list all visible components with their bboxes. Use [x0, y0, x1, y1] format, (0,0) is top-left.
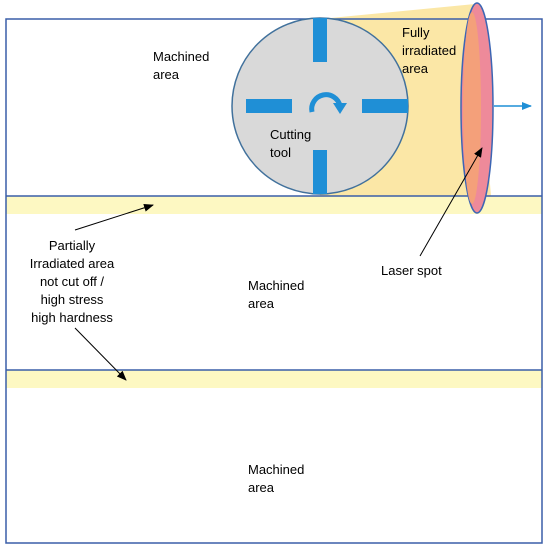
- partial-irradiated-band-top: [6, 196, 542, 214]
- label-partially-irradiated-area: Partially Irradiated area not cut off / …: [29, 238, 115, 325]
- pointer-arrow-partial-bottom: [74, 327, 127, 381]
- label-machined-area-top: Machined area: [153, 49, 210, 82]
- partial-irradiated-band-bottom: [6, 370, 542, 388]
- label-laser-spot: Laser spot: [381, 263, 442, 278]
- laser-spot: [460, 2, 494, 214]
- pointer-arrow-laser-spot: [419, 147, 483, 257]
- tool-insert-bottom: [313, 150, 327, 194]
- clockwise-arrow-icon: [309, 92, 347, 114]
- pointer-arrow-partial-top: [74, 203, 154, 231]
- workpiece-outline: [5, 18, 543, 544]
- tool-insert-right: [362, 99, 408, 113]
- label-cutting-tool: Cutting tool: [270, 127, 312, 160]
- label-fully-irradiated-area: Fully irradiated area: [402, 25, 457, 76]
- cutting-tool: [231, 17, 409, 195]
- tool-insert-top: [313, 18, 327, 62]
- laser-spot-inner: [463, 12, 481, 204]
- label-machined-area-bottom: Machined area: [248, 462, 305, 495]
- label-machined-area-middle: Machined area: [248, 278, 305, 311]
- tool-insert-left: [246, 99, 292, 113]
